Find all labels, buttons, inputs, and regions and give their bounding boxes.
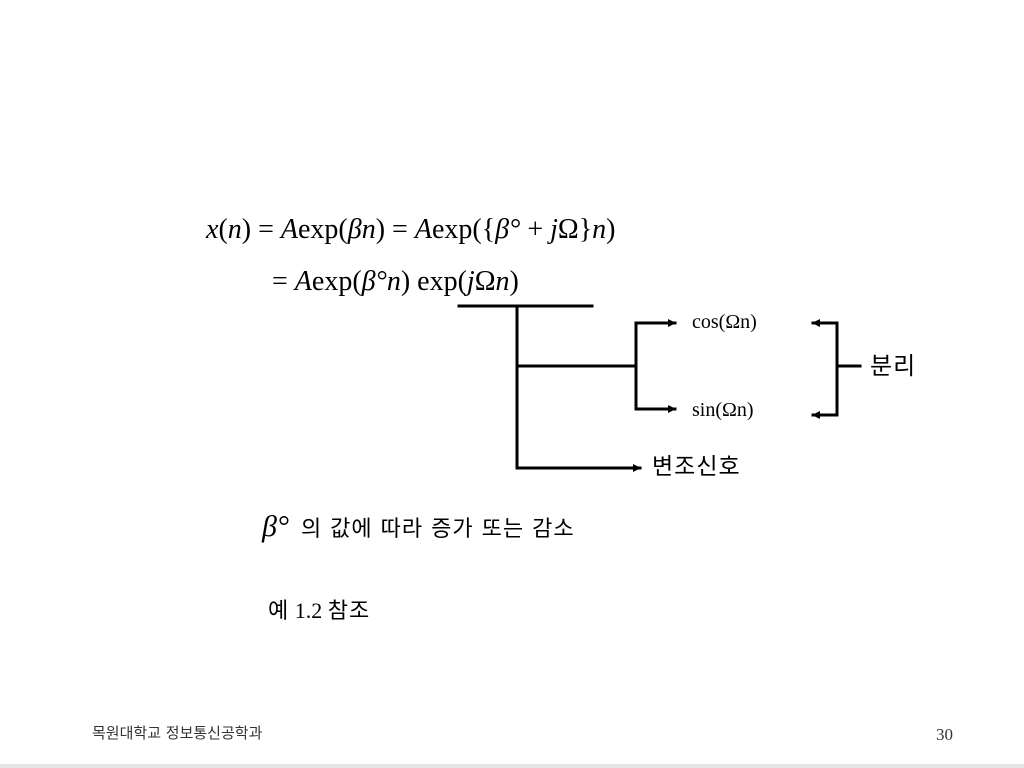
equation-line-2: = Aexp(β°n) exp(jΩn)	[272, 268, 519, 296]
note-line: β° 의 값에 따라 증가 또는 감소	[262, 512, 575, 542]
eq-text: +	[520, 214, 551, 245]
eq-symbol: x	[206, 214, 219, 245]
note-text: 의 값에 따라 증가 또는 감소	[300, 517, 575, 542]
example-prefix: 예	[268, 599, 290, 624]
eq-symbol: n	[361, 214, 376, 245]
eq-text: (	[218, 214, 228, 245]
eq-symbol: n	[386, 266, 401, 297]
eq-text: }	[578, 214, 593, 245]
sin-label: sin(Ωn)	[692, 399, 754, 421]
beta-symbol: β°	[262, 510, 289, 543]
eq-symbol: j	[466, 266, 475, 297]
eq-symbol: A	[414, 214, 432, 245]
eq-symbol: A	[280, 214, 298, 245]
eq-text: ) =	[241, 214, 281, 245]
eq-symbol: β	[347, 214, 362, 245]
eq-text: exp(	[311, 266, 362, 297]
eq-text: Ω	[557, 214, 579, 245]
cos-label: cos(Ωn)	[692, 311, 757, 333]
page-number: 30	[936, 725, 953, 744]
bottom-border	[0, 764, 1024, 768]
eq-symbol: β°	[495, 214, 521, 245]
eq-symbol: n	[227, 214, 242, 245]
eq-text: )	[400, 266, 411, 297]
modulation-label: 변조신호	[652, 454, 741, 480]
example-reference: 예 1.2 참조	[268, 600, 370, 623]
eq-symbol: A	[294, 266, 312, 297]
footer-org: 목원대학교 정보통신공학과	[92, 724, 263, 742]
eq-symbol: j	[550, 214, 558, 245]
eq-text: exp(	[298, 214, 348, 245]
eq-text: )	[606, 214, 616, 245]
eq-symbol: β°	[361, 266, 387, 297]
separate-label: 분리	[870, 352, 917, 380]
equation-line-1: x(n) = Aexp(βn) = Aexp({β° + jΩ}n)	[206, 216, 615, 244]
eq-text: exp({	[431, 214, 496, 245]
eq-text: ) =	[375, 214, 415, 245]
eq-text: exp(	[410, 266, 467, 297]
eq-text: Ω	[474, 266, 496, 297]
example-number: 1.2	[294, 598, 323, 623]
eq-text: )	[509, 266, 519, 297]
eq-symbol: n	[592, 214, 607, 245]
example-suffix: 참조	[327, 599, 371, 624]
eq-text: =	[272, 266, 295, 297]
eq-symbol: n	[495, 266, 510, 297]
